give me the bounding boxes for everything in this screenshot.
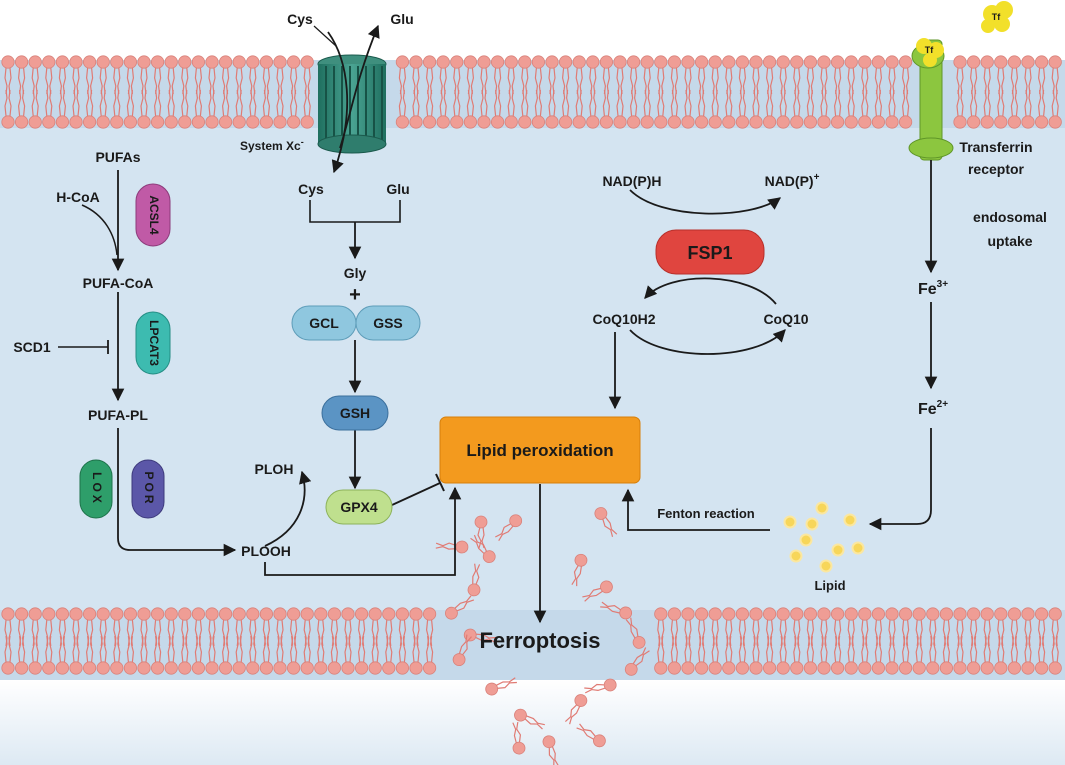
transferrin-receptor-label-line2: receptor [968, 161, 1025, 177]
system-xc-label: System Xc- [240, 137, 304, 153]
plooh-label: PLOOH [241, 543, 291, 559]
gly-label: Gly [344, 265, 367, 281]
plus-sign: + [349, 284, 361, 306]
glu-extracellular-label: Glu [390, 11, 413, 27]
gpx4-inhibition-line [391, 482, 441, 506]
nadph-label: NAD(P)H [602, 173, 661, 189]
gpx4-enzyme [325, 489, 393, 525]
glu-intracellular-label: Glu [386, 181, 409, 197]
lpcat3-label: LPCAT3 [147, 320, 161, 366]
fe2-to-lipid-arrow [868, 428, 932, 531]
por-label: POR [142, 471, 156, 506]
cys-import-arrow [327, 31, 348, 174]
endosomal-uptake-label-line2: uptake [987, 233, 1032, 249]
fenton-reaction-label: Fenton reaction [657, 506, 755, 521]
cys-extracellular-label: Cys [287, 11, 313, 27]
coq10h2-label: CoQ10H2 [592, 311, 655, 327]
lpcat3-enzyme [135, 311, 171, 375]
tf-bound-label: Tf [925, 45, 934, 55]
fsp1-enzyme [655, 229, 765, 275]
lox-enzyme [79, 459, 113, 519]
bottom-cell-membrane [1, 607, 1062, 675]
top-cell-membrane [1, 55, 1062, 129]
pufa-coa-label: PUFA-CoA [83, 275, 154, 291]
pufa-pl-label: PUFA-PL [88, 407, 148, 423]
coq10h2-to-coq10-arrow [629, 329, 786, 355]
gsh-molecule [321, 395, 389, 431]
extracellular-space-top [0, 0, 1065, 60]
fe2-label: Fe2+ [918, 399, 948, 418]
ploh-label: PLOH [255, 461, 294, 477]
fsp1-label: FSP1 [687, 243, 732, 263]
lipid-droplets [783, 501, 865, 573]
nadp-label: NAD(P)+ [765, 172, 820, 189]
cys-top-pointer [313, 25, 337, 47]
endosomal-uptake-label-line1: endosomal [973, 209, 1047, 225]
coq10-to-coq10h2-arrow [644, 277, 777, 305]
pufa-pl-to-plooh-arrow [117, 428, 237, 557]
tf-free-icon [981, 1, 1013, 33]
gss-enzyme [355, 305, 421, 341]
plooh-to-ploh-arrow [264, 470, 312, 547]
fenton-reaction-arrow [621, 488, 770, 531]
gcl-label: GCL [309, 315, 339, 331]
gpx4-label: GPX4 [340, 499, 378, 515]
ferroptosis-label: Ferroptosis [479, 628, 600, 653]
gss-label: GSS [373, 315, 403, 331]
tf-bound-icon [916, 38, 944, 67]
gsh-label: GSH [340, 405, 370, 421]
gpx4-inhibition-bar [435, 473, 445, 492]
por-enzyme [131, 459, 165, 519]
transferrin-receptor-label-line1: Transferrin [959, 139, 1032, 155]
released-lipids [435, 507, 650, 765]
fe3-label: Fe3+ [918, 279, 948, 298]
cytoplasm [0, 128, 1065, 610]
scd1-label: SCD1 [13, 339, 51, 355]
acsl4-enzyme [135, 183, 171, 247]
extracellular-space-bottom [0, 680, 1065, 765]
h-coa-label: H-CoA [56, 189, 100, 205]
coq10-label: CoQ10 [763, 311, 808, 327]
lipid-peroxidation-label: Lipid peroxidation [466, 441, 613, 460]
h-coa-input-line [81, 204, 118, 256]
lipid-peroxidation-box [439, 416, 641, 484]
nadph-to-nadp-arrow [629, 189, 782, 215]
plooh-to-lipid-peroxidation-arrow [264, 486, 462, 576]
lipid-label: Lipid [814, 578, 845, 593]
cys-intracellular-label: Cys [298, 181, 324, 197]
lox-label: LOX [90, 472, 104, 506]
tf-free-label: Tf [992, 12, 1001, 22]
pufas-label: PUFAs [95, 149, 140, 165]
acsl4-label: ACSL4 [147, 195, 161, 235]
